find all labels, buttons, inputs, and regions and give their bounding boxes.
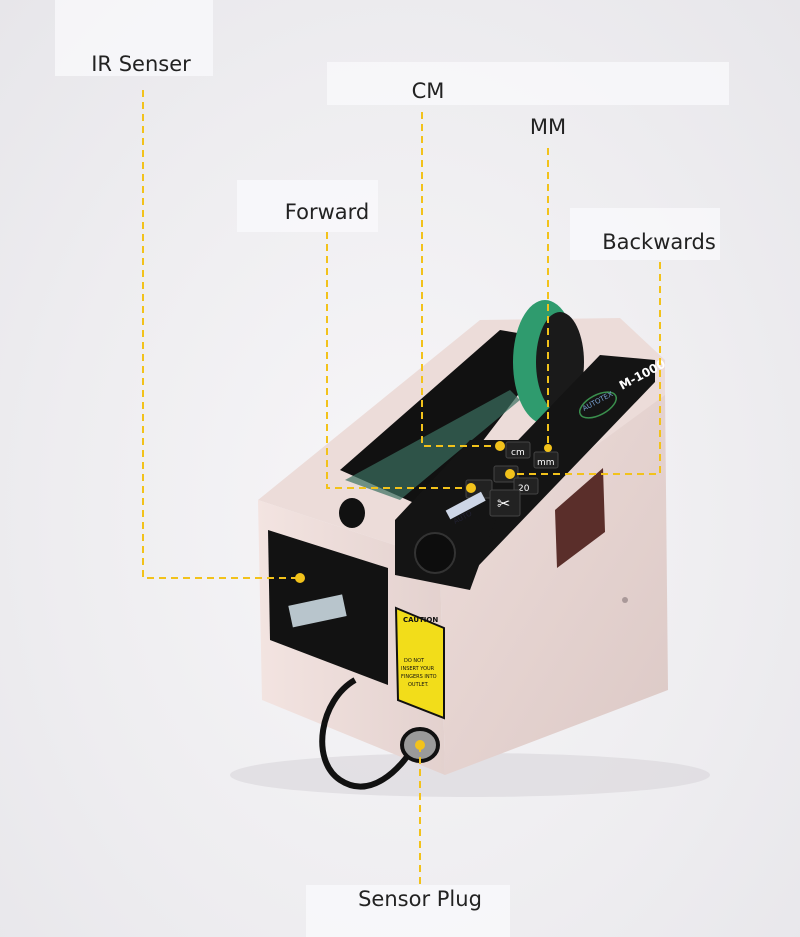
mm-button-label: mm [537,458,555,468]
leader-backwards [510,262,661,475]
cm-button[interactable] [505,441,531,459]
callout-forward: Forward [284,200,370,224]
label-bg-backwards [570,208,720,260]
tape-exit [288,594,347,628]
marker-forward [466,483,476,493]
info-plate [555,468,605,568]
caution-line-4: OUTLET. [408,682,429,688]
leader-forward [326,232,471,489]
label-bg-cm [327,62,729,105]
tape-strip [345,390,520,500]
preset-20-label: 20 [518,484,530,494]
label-bg-sensor-plug [306,885,510,937]
marker-mm [544,444,552,452]
leader-cm [421,112,500,447]
caution-line-2: INSERT YOUR [401,666,435,672]
callout-backwards: Backwards [602,230,716,254]
screw-hole [622,597,628,603]
leader-lines [142,90,661,885]
sensor-cable [319,677,418,790]
caution-line-1: DO NOT [404,658,425,664]
callout-mm: MM [529,115,567,139]
auto-tag [445,491,486,520]
cm-button-label: cm [511,448,525,458]
marker-backwards [505,469,515,479]
leader-ir-sensor [142,90,300,579]
preset-20-button[interactable] [513,477,539,495]
caution-label [394,606,445,720]
auto-button[interactable] [414,532,456,574]
scissors-icon: ✂ [497,494,510,513]
caution-line-3: FINGERS INTO [401,674,437,680]
caution-title: CAUTION [403,616,438,624]
marker-ir-sensor [295,573,305,583]
callout-sensor-plug: Sensor Plug [358,887,482,911]
body-side [440,390,668,775]
mm-button[interactable] [533,451,559,469]
callout-cm: CM [411,79,445,103]
label-bg-forward [237,180,378,232]
brand-logo [578,391,618,419]
marker-sensor-plug [415,740,425,750]
marker-cm [495,441,505,451]
cut-button[interactable] [489,489,521,517]
label-bg-ir [55,0,213,76]
callout-ir-sensor: IR Senser [91,52,191,76]
length-knob[interactable] [339,498,365,528]
